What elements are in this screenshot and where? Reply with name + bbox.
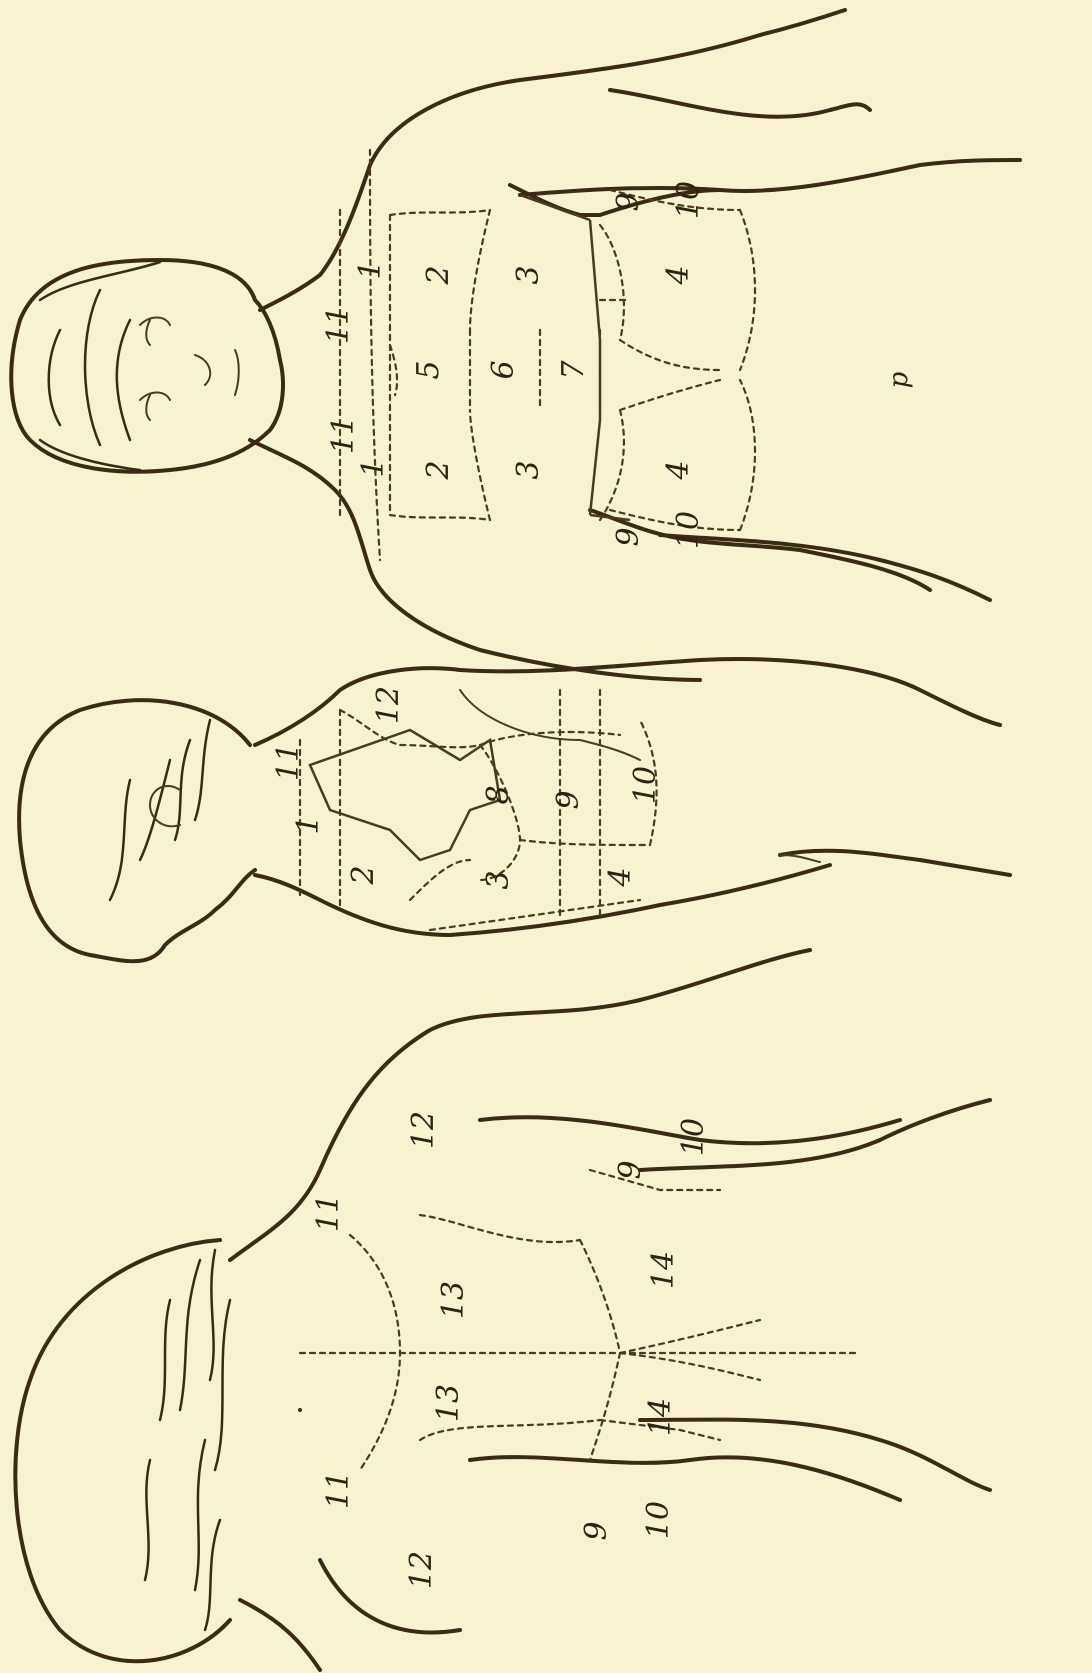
- front-left-inner-arm: [610, 90, 870, 117]
- back-label-10a: 10: [676, 1118, 711, 1156]
- figure-front-view: 11 11 1 1 2 2 3 3 5 6 7 4 4 9 9 10 10: [11, 10, 1020, 680]
- back-label-14a: 14: [646, 1251, 681, 1289]
- back-label-12b: 12: [404, 1551, 439, 1589]
- front-right-eye: [140, 393, 170, 421]
- back-region-lines: [350, 1170, 760, 1470]
- side-label-12: 12: [371, 686, 406, 724]
- front-left-eye: [140, 318, 170, 346]
- back-right-arm: [470, 1457, 900, 1500]
- front-label-1b: 1: [356, 458, 391, 477]
- figure-side-view: 12 11 1 2 3 4 8 9 10: [19, 659, 1010, 961]
- front-label-11b: 11: [326, 416, 361, 454]
- side-label-11: 11: [271, 743, 306, 781]
- front-label-3b: 3: [511, 460, 546, 479]
- side-label-9: 9: [551, 790, 586, 809]
- side-label-10: 10: [628, 766, 663, 804]
- front-label-2a: 2: [421, 265, 456, 285]
- back-right-side: [640, 1420, 990, 1490]
- side-back-outline: [255, 659, 1000, 745]
- side-region-lines: [300, 690, 657, 930]
- back-label-11a: 11: [311, 1194, 346, 1232]
- front-mouth: [235, 350, 239, 395]
- front-label-6: 6: [486, 360, 521, 379]
- front-nose: [195, 355, 210, 385]
- back-label-12a: 12: [406, 1111, 441, 1149]
- back-body-outline-lower: [240, 1410, 320, 1670]
- back-label-10b: 10: [641, 1501, 676, 1539]
- front-right-arm: [660, 535, 990, 600]
- front-label-5: 5: [411, 360, 446, 379]
- front-label-7: 7: [556, 360, 591, 380]
- side-front-outline: [255, 865, 830, 935]
- back-label-14b: 14: [643, 1398, 678, 1436]
- side-label-2: 2: [346, 865, 381, 885]
- front-hair: [40, 262, 160, 470]
- front-head-outline: [11, 260, 283, 472]
- side-label-3: 3: [481, 870, 516, 889]
- front-neck-right: [250, 440, 700, 680]
- back-label-13b: 13: [431, 1384, 466, 1422]
- back-shoulder-right: [320, 1560, 460, 1632]
- front-label-9a: 9: [611, 192, 646, 211]
- front-right-side: [590, 510, 930, 590]
- side-scapula-outline: [310, 730, 500, 860]
- front-label-1a: 1: [353, 260, 388, 279]
- front-label-10b: 10: [671, 511, 706, 549]
- back-label-9a: 9: [613, 1160, 648, 1179]
- back-hair: [145, 1250, 230, 1630]
- back-label-13a: 13: [436, 1281, 471, 1319]
- side-label-8: 8: [481, 785, 516, 804]
- side-head-outline: [19, 700, 255, 961]
- front-label-2b: 2: [421, 460, 456, 480]
- front-neck-left: [260, 10, 845, 310]
- front-label-11a: 11: [321, 306, 356, 344]
- front-label-9b: 9: [611, 527, 646, 546]
- side-hair: [110, 720, 210, 900]
- front-left-arm: [520, 160, 1020, 195]
- artist-signature: p: [884, 371, 914, 388]
- front-label-10a: 10: [671, 181, 706, 219]
- back-label-11b: 11: [321, 1471, 356, 1509]
- side-label-1: 1: [291, 815, 326, 834]
- back-label-9b: 9: [579, 1521, 614, 1540]
- front-label-4b: 4: [661, 460, 696, 480]
- figure-back-view: 11 11 12 12 13 13 14 14 9 9 10 10: [15, 950, 990, 1670]
- front-label-4a: 4: [661, 265, 696, 285]
- back-head-outline: [15, 1240, 230, 1661]
- side-label-4: 4: [603, 867, 638, 887]
- front-label-3a: 3: [511, 265, 546, 284]
